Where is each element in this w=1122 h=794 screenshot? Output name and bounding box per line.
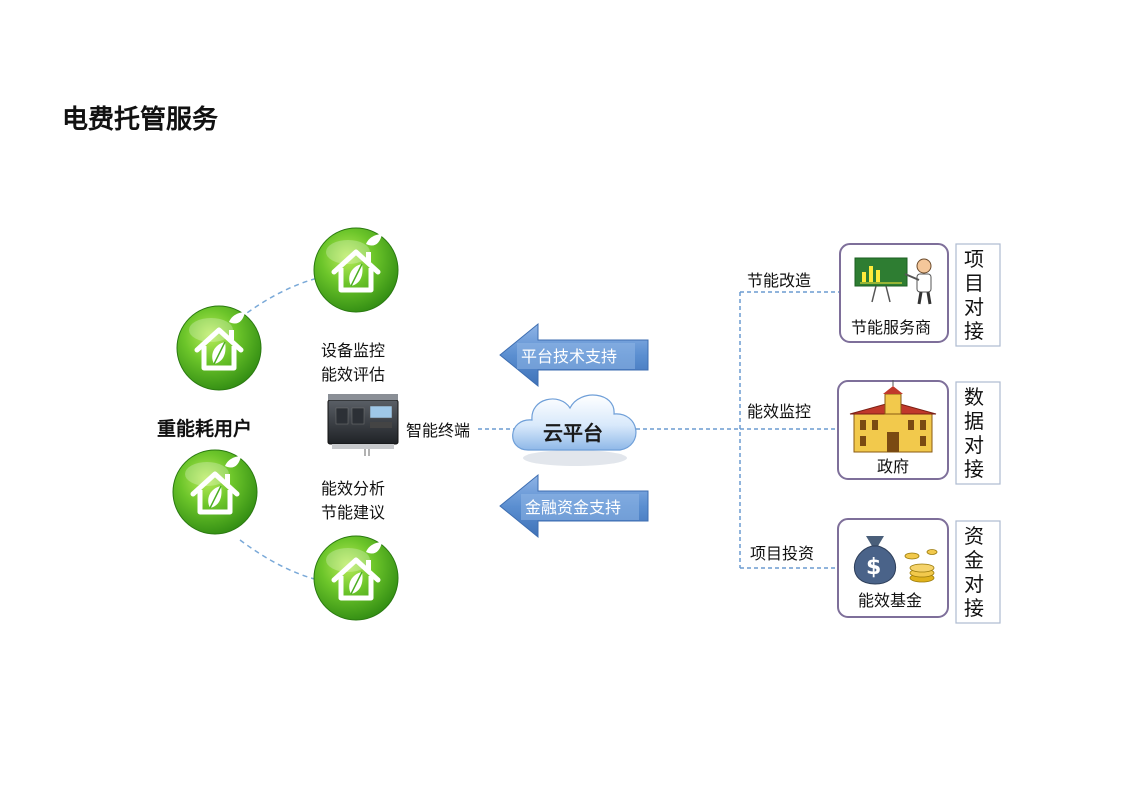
terminal-caption-bottom-2: 节能建议 xyxy=(321,503,385,522)
branch-label-2: 能效监控 xyxy=(747,402,811,421)
side-char: 接 xyxy=(964,457,984,481)
side-char: 金 xyxy=(964,548,984,572)
entity-label-3: 能效基金 xyxy=(858,591,922,610)
side-char: 对 xyxy=(964,433,984,457)
side-box-fund-docking: 资 金 对 接 xyxy=(955,520,1001,624)
cloud-label: 云平台 xyxy=(543,421,603,445)
side-char: 对 xyxy=(964,572,984,596)
green-house-icon xyxy=(314,228,398,312)
branch-label-3: 项目投资 xyxy=(750,544,814,563)
side-char: 接 xyxy=(964,596,984,620)
connector-house-3-4 xyxy=(239,539,319,581)
side-char: 项 xyxy=(964,247,984,271)
green-house-icon xyxy=(177,306,261,390)
side-char: 对 xyxy=(964,295,984,319)
side-char: 数 xyxy=(964,385,984,409)
cloud-icon xyxy=(512,394,637,466)
svg-text:$: $ xyxy=(866,555,881,580)
money-bag-icon: $ xyxy=(853,536,938,585)
branch-label-1: 节能改造 xyxy=(747,271,811,290)
government-building-icon xyxy=(849,380,937,453)
tech-support-arrow xyxy=(499,322,649,388)
side-char: 目 xyxy=(964,271,984,295)
presenter-chart-icon xyxy=(854,257,932,305)
terminal-label: 智能终端 xyxy=(406,421,470,440)
entity-label-2: 政府 xyxy=(877,457,909,476)
tech-support-label: 平台技术支持 xyxy=(521,347,617,366)
page-title: 电费托管服务 xyxy=(62,105,218,135)
green-house-icon xyxy=(314,536,398,620)
entity-box-government: 政府 xyxy=(837,380,949,480)
finance-support-label: 金融资金支持 xyxy=(525,498,621,517)
users-label: 重能耗用户 xyxy=(157,417,252,440)
side-char: 接 xyxy=(964,319,984,343)
entity-label-1: 节能服务商 xyxy=(851,318,931,337)
terminal-caption-top-1: 设备监控 xyxy=(321,341,385,360)
entity-box-energy-service: 节能服务商 xyxy=(839,243,949,343)
smart-meter-icon xyxy=(327,394,399,456)
side-char: 据 xyxy=(964,409,984,433)
side-box-data-docking: 数 据 对 接 xyxy=(955,381,1001,485)
connector-house-1-2 xyxy=(239,277,319,319)
green-house-icon xyxy=(173,450,257,534)
terminal-caption-bottom-1: 能效分析 xyxy=(321,479,385,498)
side-char: 资 xyxy=(964,524,984,548)
terminal-caption-top-2: 能效评估 xyxy=(321,365,385,384)
entity-box-efficiency-fund: $ 能效基金 xyxy=(837,518,949,618)
finance-support-arrow xyxy=(499,473,649,539)
side-box-project-docking: 项 目 对 接 xyxy=(955,243,1001,347)
